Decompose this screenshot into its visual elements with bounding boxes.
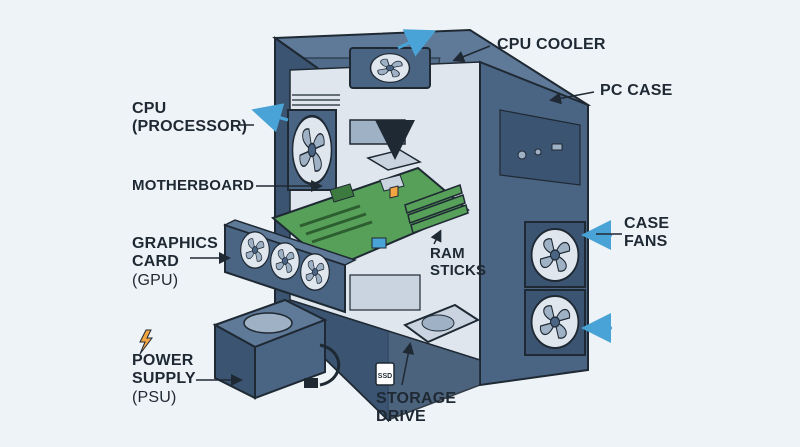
label-cpu: CPU (PROCESSOR) — [132, 100, 247, 137]
label-cpu-line1: CPU — [132, 100, 167, 117]
gpu-fan-icon — [239, 231, 270, 269]
rear-fan-icon — [291, 114, 333, 186]
label-graphics-card-line1: GRAPHICS — [132, 235, 219, 252]
label-psu-line1: POWER — [132, 352, 194, 369]
label-case-fans-line1: CASE — [624, 215, 670, 232]
label-storage-line2: DRIVE — [376, 408, 426, 426]
lightning-bolt-icon — [139, 329, 153, 355]
graphics-card — [223, 219, 357, 314]
case-fans — [524, 221, 586, 356]
label-power-supply: POWER SUPPLY (PSU) — [132, 352, 196, 407]
ssd-icon: SSD — [375, 362, 395, 386]
label-graphics-card-line3: (GPU) — [132, 271, 179, 289]
label-ram-line2: STICKS — [430, 262, 487, 280]
power-supply — [212, 298, 341, 400]
psu-fan-icon — [243, 312, 293, 334]
ram-sticks — [404, 184, 469, 234]
ssd-badge-text: SSD — [378, 373, 392, 380]
airflow-arrow-icon — [251, 103, 289, 133]
label-graphics-card: GRAPHICS CARD (GPU) — [132, 235, 218, 290]
label-psu-line3: (PSU) — [132, 388, 177, 406]
case-fan-icon — [530, 228, 580, 282]
label-cpu-line2: (PROCESSOR) — [132, 118, 248, 136]
airflow-arrows — [251, 29, 612, 343]
rear-fan — [287, 109, 337, 191]
label-case-fans-line2: FANS — [624, 233, 668, 251]
label-pc-case: PC CASE — [600, 82, 673, 99]
label-psu-line2: SUPPLY — [132, 370, 196, 388]
label-ram-line1: RAM — [430, 245, 465, 262]
label-cpu-cooler: CPU COOLER — [497, 36, 606, 53]
storage-drive — [402, 303, 481, 344]
cpu-chip — [366, 120, 422, 171]
airflow-arrow-icon — [397, 29, 437, 57]
case-fan-icon — [530, 295, 580, 349]
callout-lines — [190, 45, 622, 386]
label-storage-line1: STORAGE — [376, 390, 457, 407]
label-motherboard: MOTHERBOARD — [132, 177, 255, 194]
gpu-fan-icon — [270, 242, 300, 280]
label-storage-drive: STORAGE DRIVE — [376, 390, 456, 427]
gpu-fan-icon — [300, 253, 330, 291]
label-case-fans: CASE FANS — [624, 215, 669, 252]
cooler-fan-icon — [369, 52, 411, 84]
label-graphics-card-line2: CARD — [132, 253, 180, 271]
label-ram-sticks: RAM STICKS — [430, 245, 486, 280]
